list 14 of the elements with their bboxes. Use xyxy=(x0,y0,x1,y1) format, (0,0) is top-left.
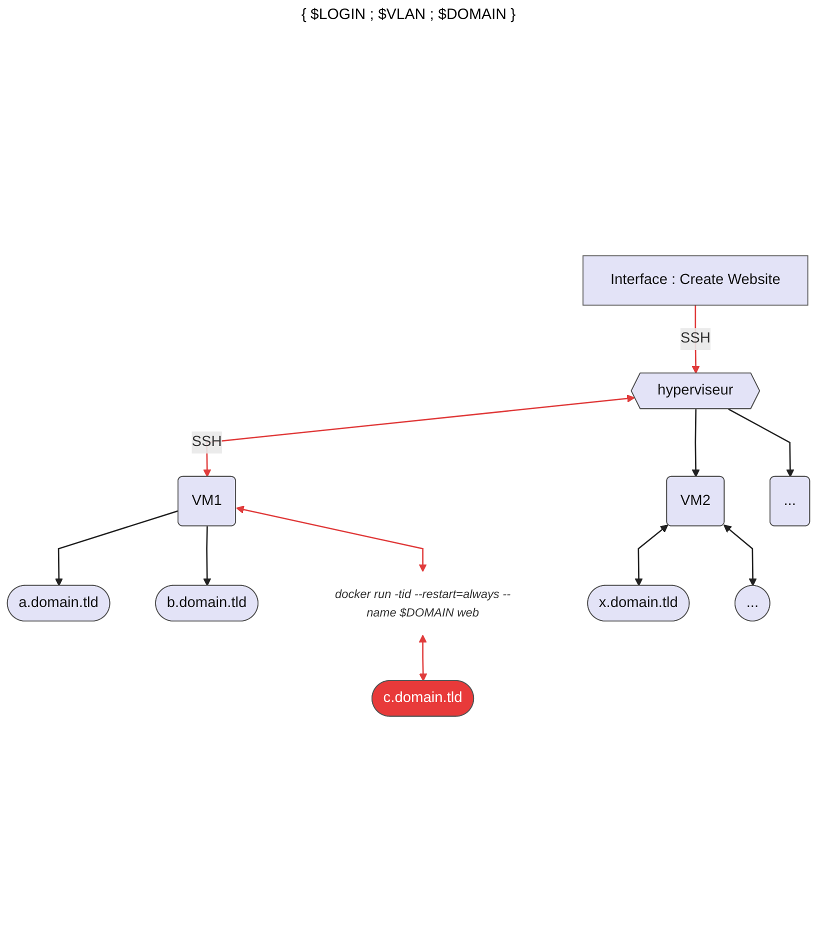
edge-label: SSH xyxy=(192,434,222,450)
node-text: docker run -tid --restart=always --name $DOMAIN web xyxy=(334,587,511,619)
arrow xyxy=(203,526,212,586)
note-text: { $LOGIN ; $VLAN ; $DOMAIN } xyxy=(301,6,516,23)
edge-label: SSH xyxy=(680,330,710,346)
arrow xyxy=(236,506,427,572)
arrow xyxy=(634,524,668,586)
arrow xyxy=(723,524,757,586)
arrow xyxy=(203,394,635,478)
arrow xyxy=(728,408,794,478)
arrow xyxy=(54,510,179,586)
node-box: Interface : Create Website xyxy=(582,255,808,306)
arrow xyxy=(692,409,700,478)
arrow xyxy=(418,634,428,682)
